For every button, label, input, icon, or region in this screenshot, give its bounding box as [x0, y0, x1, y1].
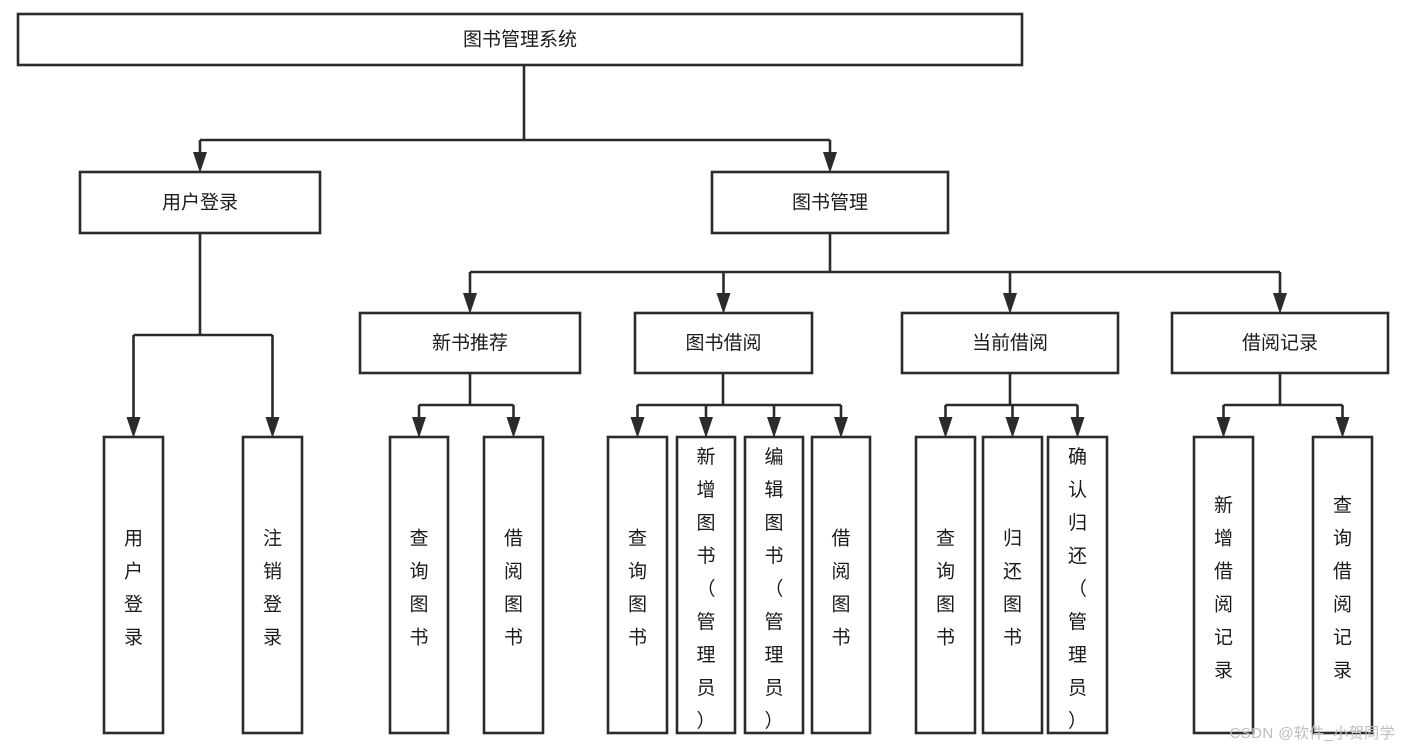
watermark-text: CSDN @软件_小贺同学 [1229, 725, 1395, 742]
node-leaf_cur_query[interactable]: 查询图书 [914, 435, 977, 735]
node-label: 借阅记录 [1242, 332, 1318, 354]
node-box[interactable] [710, 170, 950, 235]
node-leaf_user_logout[interactable]: 注销登录 [241, 435, 304, 735]
arrow-head-icon [767, 417, 781, 438]
node-box[interactable] [606, 435, 669, 735]
node-label: 查询借阅记录 [1333, 495, 1352, 682]
node-label: 当前借阅 [972, 332, 1048, 354]
node-leaf_rec_add[interactable]: 新增借阅记录 [1192, 435, 1255, 735]
node-leaf_cur_return[interactable]: 归还图书 [981, 435, 1044, 735]
node-label: 用户登录 [124, 529, 143, 649]
arrow-head-icon [1005, 417, 1020, 438]
node-label: 归还图书 [1003, 528, 1022, 649]
node-l3_record[interactable]: 借阅记录 [1170, 311, 1390, 375]
node-leaf_new_borrow[interactable]: 借阅图书 [482, 435, 545, 735]
node-layer: 图书管理系统用户登录图书管理新书推荐图书借阅当前借阅借阅记录用户登录注销登录查询… [16, 12, 1390, 735]
connector-group-l3_current [938, 373, 1085, 438]
node-box[interactable] [1192, 435, 1255, 735]
connector-group-l2_user [126, 233, 280, 438]
node-box[interactable] [981, 435, 1044, 735]
node-box[interactable] [102, 435, 165, 735]
node-root[interactable]: 图书管理系统 [16, 12, 1024, 67]
arrow-head-icon [506, 417, 521, 438]
node-label: 借阅图书 [504, 528, 523, 649]
arrow-head-icon [463, 293, 477, 314]
node-box[interactable] [241, 435, 304, 735]
node-box[interactable] [1046, 435, 1109, 735]
arrow-head-icon [823, 152, 837, 173]
arrow-head-icon [265, 417, 280, 438]
node-label: 查询图书 [628, 528, 647, 649]
node-leaf_br_query[interactable]: 查询图书 [606, 435, 669, 735]
node-label: 新增借阅记录 [1214, 495, 1233, 682]
node-l3_current[interactable]: 当前借阅 [900, 311, 1120, 375]
node-box[interactable] [1311, 435, 1374, 735]
arrow-head-icon [1335, 417, 1350, 438]
arrow-head-icon [699, 417, 713, 438]
node-label: 图书管理系统 [463, 29, 577, 51]
node-box[interactable] [1170, 311, 1390, 375]
node-box[interactable] [900, 311, 1120, 375]
connector-group-l3_new [412, 373, 521, 438]
arrow-head-icon [1216, 417, 1231, 438]
node-leaf_new_query[interactable]: 查询图书 [388, 435, 450, 735]
connector-group-l3_borrow [630, 373, 848, 438]
connector-group-l2_book [463, 233, 1287, 314]
node-box[interactable] [810, 435, 872, 735]
arrow-head-icon [412, 417, 426, 438]
node-label: 借阅图书 [831, 528, 850, 649]
node-box[interactable] [358, 311, 582, 375]
arrow-head-icon [834, 417, 848, 438]
connector-layer [126, 65, 1350, 438]
node-box[interactable] [482, 435, 545, 735]
arrow-head-icon [938, 417, 953, 438]
node-box[interactable] [78, 170, 322, 235]
node-label: 图书管理 [792, 192, 868, 214]
node-label: 编辑图书（管理员） [764, 446, 783, 732]
node-l3_borrow[interactable]: 图书借阅 [633, 311, 814, 375]
node-box[interactable] [675, 435, 737, 735]
node-label: 新书推荐 [432, 332, 508, 354]
node-l3_new[interactable]: 新书推荐 [358, 311, 582, 375]
arrow-head-icon [716, 293, 731, 314]
arrow-head-icon [630, 417, 645, 438]
node-leaf_user_login[interactable]: 用户登录 [102, 435, 165, 735]
node-leaf_cur_confirm[interactable]: 确认归还（管理员） [1046, 435, 1109, 735]
node-l2_user[interactable]: 用户登录 [78, 170, 322, 235]
node-box[interactable] [633, 311, 814, 375]
node-label: 确认归还（管理员） [1068, 446, 1087, 732]
node-leaf_br_edit[interactable]: 编辑图书（管理员） [743, 435, 805, 735]
node-l2_book[interactable]: 图书管理 [710, 170, 950, 235]
connector-group-root [193, 65, 837, 173]
arrow-head-icon [193, 152, 207, 173]
arrow-head-icon [1003, 293, 1017, 314]
node-box[interactable] [388, 435, 450, 735]
connector-group-l3_record [1216, 373, 1350, 438]
node-leaf_br_lend[interactable]: 借阅图书 [810, 435, 872, 735]
node-label: 查询图书 [409, 528, 428, 649]
node-leaf_rec_query[interactable]: 查询借阅记录 [1311, 435, 1374, 735]
node-box[interactable] [914, 435, 977, 735]
node-label: 用户登录 [162, 192, 238, 214]
arrow-head-icon [1273, 293, 1287, 314]
node-leaf_br_add[interactable]: 新增图书（管理员） [675, 435, 737, 735]
node-label: 新增图书（管理员） [696, 446, 715, 732]
node-label: 注销登录 [263, 528, 282, 649]
node-box[interactable] [743, 435, 805, 735]
arrow-head-icon [1070, 417, 1085, 438]
node-label: 图书借阅 [685, 332, 761, 354]
arrow-head-icon [126, 417, 141, 438]
node-box[interactable] [16, 12, 1024, 67]
node-label: 查询图书 [936, 528, 955, 649]
